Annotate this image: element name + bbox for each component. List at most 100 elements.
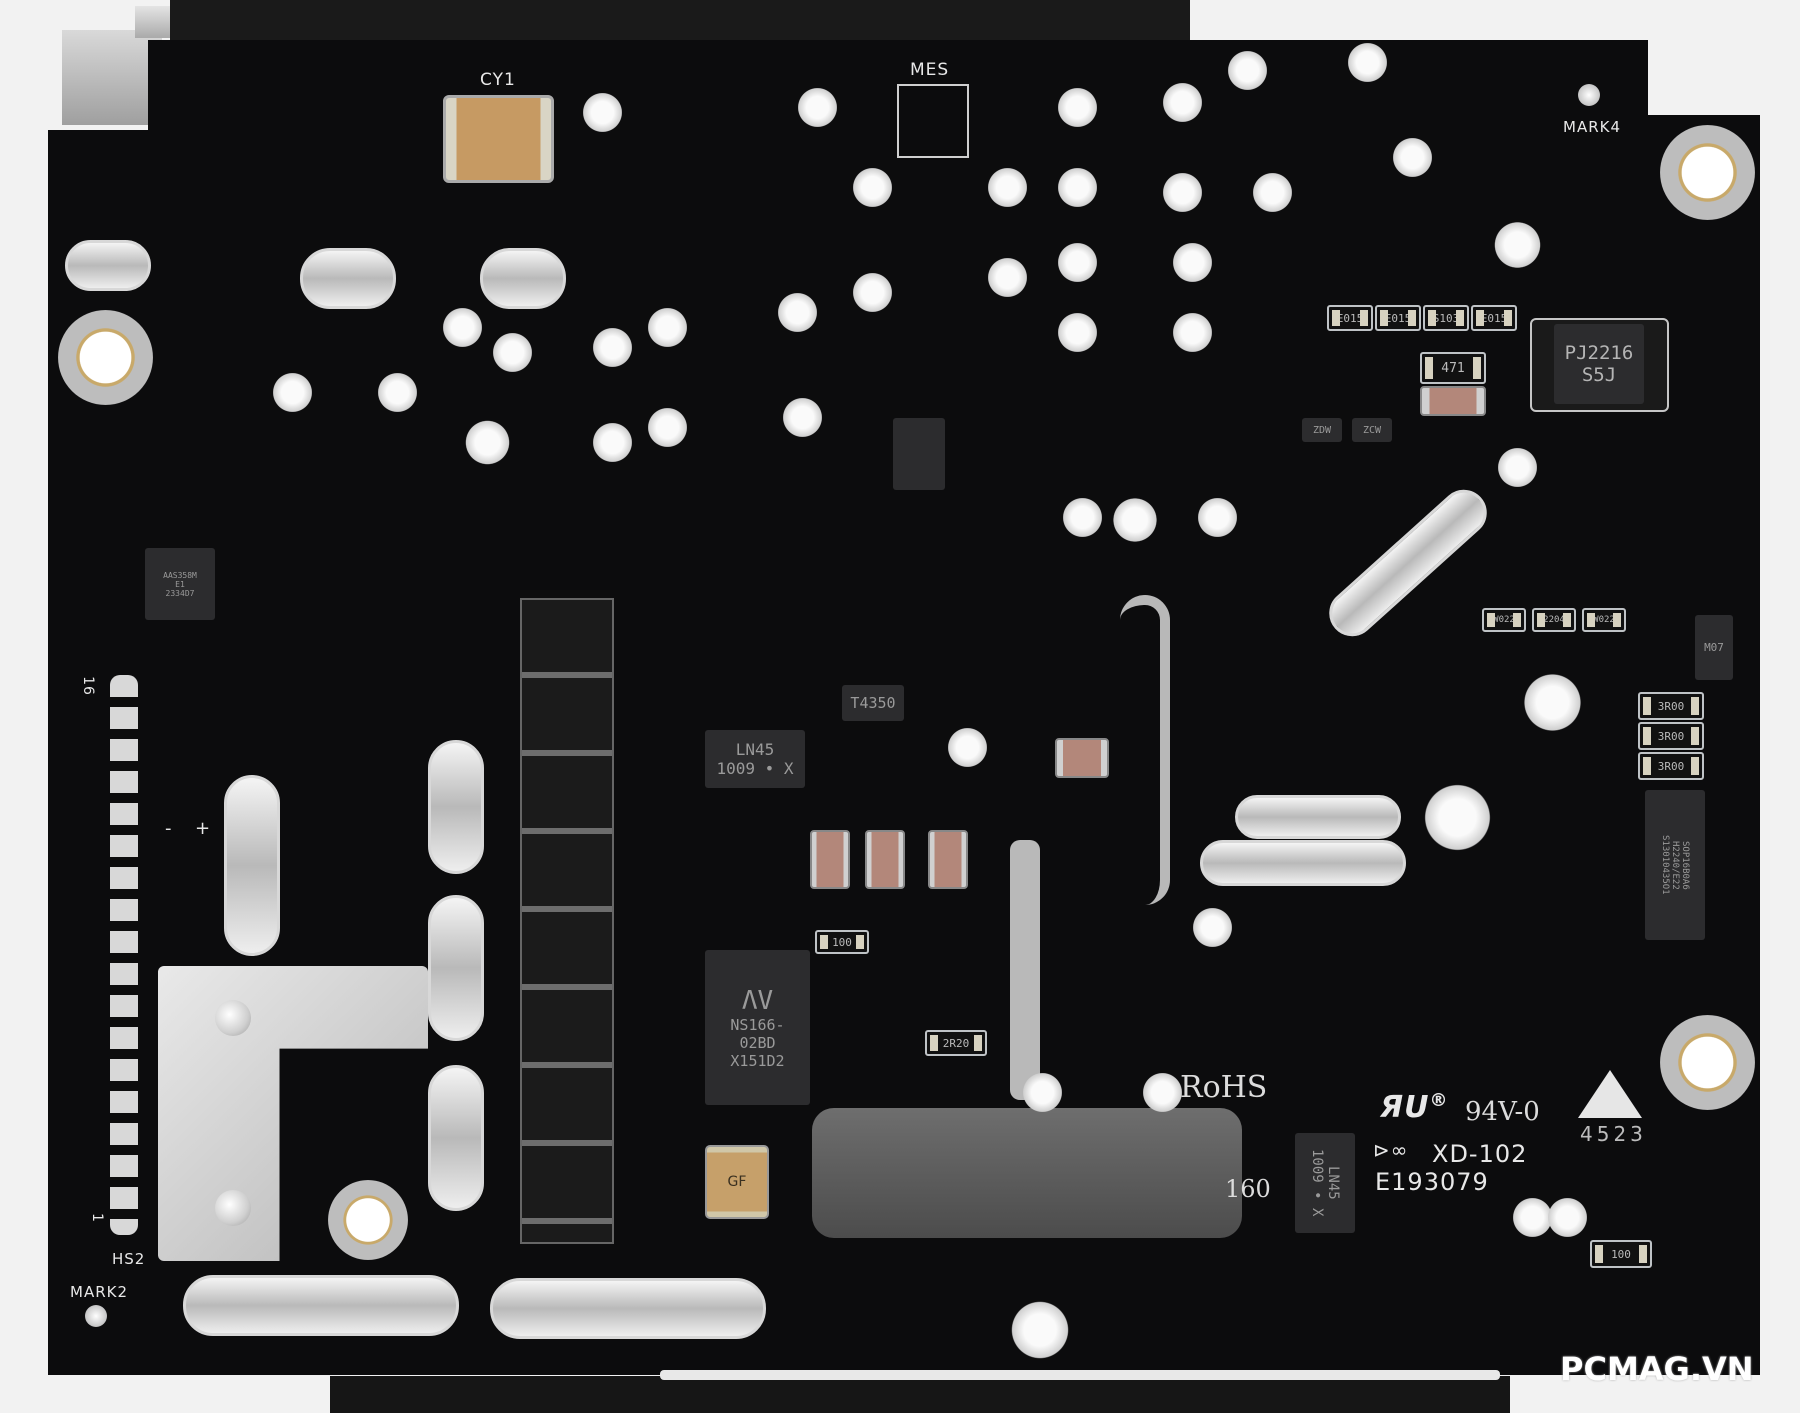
capacitor-smd-2 [865, 830, 905, 889]
solder-joint [490, 330, 535, 375]
resistor-100-b: 100 [1590, 1240, 1652, 1268]
capacitor-smd-4 [1055, 738, 1109, 778]
label-cert-partial: 160 [1225, 1175, 1271, 1203]
slot-vertical-2 [428, 895, 484, 1041]
label-mark4: MARK4 [1563, 118, 1622, 136]
label-plus: + [195, 818, 212, 839]
ic-op-amp-mark-1: AAS358M [163, 570, 197, 580]
optocoupler-1-mark-2: 1009 • X [716, 759, 794, 778]
slot-top-1 [300, 248, 396, 309]
solder-joint [1520, 670, 1585, 735]
optocoupler-2: LN45 1009 • X [1295, 1133, 1355, 1233]
solder-joint [1055, 165, 1100, 210]
ul-logo-icon: ЯU [1380, 1090, 1430, 1125]
fiducial-mark2 [85, 1305, 107, 1327]
resistor-e015-1: E015 [1327, 305, 1373, 331]
solder-joint [1160, 80, 1205, 125]
solder-joint [645, 305, 690, 350]
label-manufacturer-code: XD-102 [1432, 1140, 1528, 1168]
esd-warning-icon [1578, 1070, 1642, 1118]
label-mes: MES [910, 60, 950, 80]
bridge-rectifier-mark-1: PJ2216 [1564, 342, 1634, 364]
solder-joint [850, 270, 895, 315]
regulator-t4350: T4350 [842, 685, 904, 721]
solder-joint [985, 165, 1030, 210]
solder-joint [1420, 780, 1495, 855]
slot-top-2 [480, 248, 566, 309]
solder-joint [1160, 170, 1205, 215]
solder-joint [440, 305, 485, 350]
copper-trace-vertical [1010, 840, 1040, 1100]
solder-joint [1110, 495, 1160, 545]
capacitor-cy1 [443, 95, 554, 183]
ic-op-amp: AAS358M E1 2334D7 [145, 548, 215, 620]
slot-vertical-3 [428, 1065, 484, 1211]
solder-joint [1055, 310, 1100, 355]
slot-bottom-1 [183, 1275, 459, 1336]
ic-pfc-mark-2: H2240/E22 [1670, 840, 1680, 890]
resistor-w022-1: W022 [1482, 608, 1526, 632]
optocoupler-1: LN45 1009 • X [705, 730, 805, 788]
bottom-edge-strip [660, 1370, 1500, 1380]
slot-left-long [224, 775, 280, 956]
solder-joint [1140, 1070, 1185, 1115]
manufacturer-logo-icon: ⊳∞ [1373, 1138, 1409, 1162]
mounting-hole-left [58, 310, 153, 405]
ic-controller-mark-1: NS166- [730, 1015, 785, 1034]
connector-pin-row [110, 675, 138, 1235]
solder-joint [1490, 220, 1545, 270]
label-cy1: CY1 [480, 70, 516, 90]
solder-joint [1170, 240, 1215, 285]
resistor-3r00-2: 3R00 [1638, 722, 1704, 750]
capacitor-gf-mark: GF [727, 1174, 747, 1190]
mosfet-array [520, 598, 614, 1244]
resistor-3r00-1: 3R00 [1638, 692, 1704, 720]
screw-upper [215, 1000, 251, 1036]
optocoupler-2-mark-2: 1009 • X [1309, 1149, 1325, 1217]
solder-joint [580, 90, 625, 135]
solder-joint [780, 395, 825, 440]
ic-synchronous-controller: ΛV NS166- 02BD X151D2 [705, 950, 810, 1105]
mounting-hole-bottom [328, 1180, 408, 1260]
label-pin-1: 1 [88, 1213, 105, 1223]
solder-joint [1020, 1070, 1065, 1115]
screw-lower [215, 1190, 251, 1226]
resistor-s103: S103 [1423, 305, 1469, 331]
transistor-zdw: ZDW [1302, 418, 1342, 442]
solder-joint [1190, 905, 1235, 950]
capacitor-gf: GF [705, 1145, 769, 1219]
heatsink-bracket [62, 30, 162, 125]
label-date-code: 4523 [1580, 1122, 1647, 1146]
resistor-2204: 2204 [1532, 608, 1576, 632]
solder-joint [775, 290, 820, 335]
resistor-471: 471 [1420, 352, 1486, 384]
solder-joint [945, 725, 990, 770]
resistor-100-a: 100 [815, 930, 869, 954]
ic-small-soic [893, 418, 945, 490]
bridge-rectifier: PJ2216 S5J [1530, 318, 1669, 412]
mes-marker-box [897, 84, 969, 158]
diode-m07: M07 [1695, 615, 1733, 680]
label-mark2: MARK2 [70, 1283, 129, 1301]
solder-joint [645, 405, 690, 450]
label-rohs: RoHS [1180, 1070, 1268, 1105]
solder-joint [1225, 48, 1270, 93]
solder-joint [270, 370, 315, 415]
solder-joint [1390, 135, 1435, 180]
solder-joint [985, 255, 1030, 300]
bridge-rectifier-mark-2: S5J [1581, 364, 1617, 386]
label-pin-16: 16 [79, 676, 96, 696]
ic-controller-mark-3: X151D2 [730, 1051, 785, 1070]
transistor-zcw: ZCW [1352, 418, 1392, 442]
capacitor-smd-3 [928, 830, 968, 889]
copper-trace-zigzag [1120, 595, 1170, 905]
watermark: PCMAG.VN [1560, 1350, 1754, 1388]
solder-joint [1250, 170, 1295, 215]
ul-registered-mark: ® [1429, 1090, 1449, 1111]
solder-joint [375, 370, 420, 415]
solder-joint [850, 165, 895, 210]
solder-joint [590, 420, 635, 465]
housing-top [170, 0, 1190, 40]
solder-joint [1170, 310, 1215, 355]
capacitor-smd-top-right [1420, 386, 1486, 416]
